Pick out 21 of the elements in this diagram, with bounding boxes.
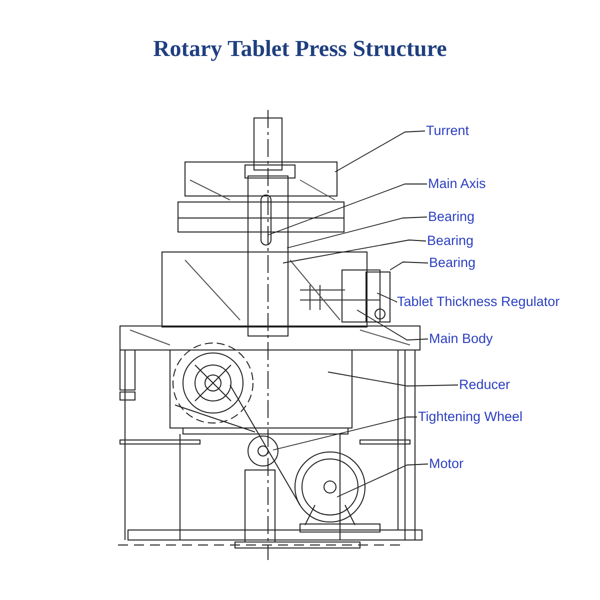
part-label: Bearing (427, 233, 474, 249)
leader-line (336, 464, 428, 498)
part-label: Bearing (429, 255, 476, 271)
title: Rotary Tablet Press Structure (152, 36, 448, 62)
leader-line (268, 184, 428, 236)
leader-line (272, 416, 418, 450)
part-label: Tightening Wheel (418, 409, 523, 425)
leader-line (282, 240, 426, 264)
leader-line (334, 130, 426, 172)
part-label: Tablet Thickness Regulator (397, 294, 560, 310)
part-label: Reducer (459, 377, 510, 393)
leader-line (390, 262, 428, 270)
part-label: Main Axis (428, 176, 486, 192)
leader-line (328, 372, 458, 386)
part-label: Main Body (429, 331, 493, 347)
leader-line (356, 310, 428, 340)
leader-line (286, 216, 428, 248)
part-label: Turrent (426, 123, 470, 139)
part-label: Bearing (428, 209, 475, 225)
part-label: Motor (429, 456, 464, 472)
leader-line (376, 292, 398, 302)
